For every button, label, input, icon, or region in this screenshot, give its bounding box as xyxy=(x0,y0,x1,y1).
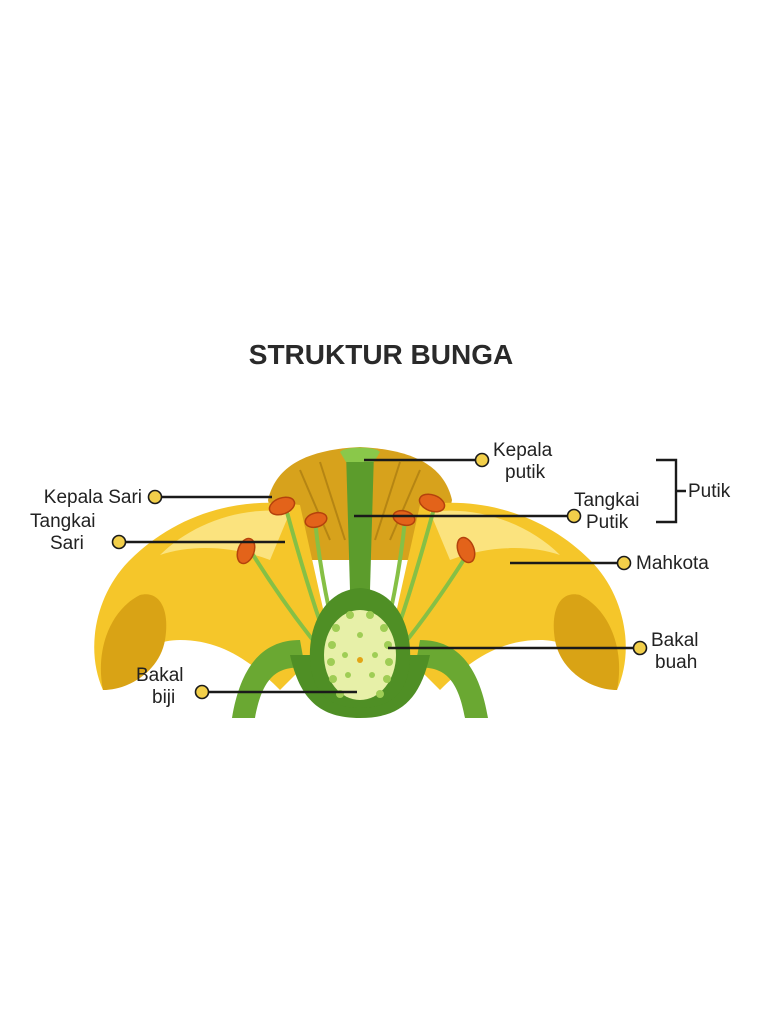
anther xyxy=(304,511,328,529)
marker-dot xyxy=(474,452,490,468)
label-bakal-buah: Bakal buah xyxy=(651,630,704,673)
label-mahkota: Mahkota xyxy=(636,553,709,574)
label-tangkai-putik: Tangkai Putik xyxy=(574,490,645,533)
labels: Kepala putik Kepala Sari Tangkai Sari Ta… xyxy=(30,440,731,708)
leader-dots xyxy=(111,452,648,700)
diagram-title: STRUKTUR BUNGA xyxy=(249,339,513,370)
ovary-center-dot xyxy=(357,657,363,663)
left-petal-highlight xyxy=(160,510,290,560)
style xyxy=(346,452,374,590)
stigma xyxy=(340,447,380,462)
flower-illustration xyxy=(94,447,626,718)
anther xyxy=(456,536,476,564)
marker-dot xyxy=(616,555,632,571)
leader-lines xyxy=(125,458,686,694)
ovary-chamber xyxy=(324,610,396,700)
marker-dot xyxy=(194,684,210,700)
label-tangkai-sari: Tangkai Sari xyxy=(30,511,101,554)
left-petal-curl xyxy=(100,594,167,690)
anther xyxy=(418,493,446,513)
label-kepala-putik: Kepala putik xyxy=(493,440,557,483)
right-sepal xyxy=(415,640,488,718)
marker-dot xyxy=(566,508,582,524)
right-petal-curl xyxy=(553,594,620,690)
anther xyxy=(268,496,296,516)
label-bakal-biji: Bakal biji xyxy=(136,665,189,708)
anthers xyxy=(236,493,476,565)
ovules xyxy=(327,611,393,698)
label-kepala-sari: Kepala Sari xyxy=(44,487,142,508)
label-putik: Putik xyxy=(688,481,731,502)
marker-dot xyxy=(147,489,163,505)
back-petal-veins xyxy=(299,461,421,541)
left-sepal xyxy=(232,640,305,718)
marker-dot xyxy=(111,534,127,550)
putik-bracket xyxy=(656,458,686,524)
marker-dot xyxy=(632,640,648,656)
anther xyxy=(236,537,256,565)
